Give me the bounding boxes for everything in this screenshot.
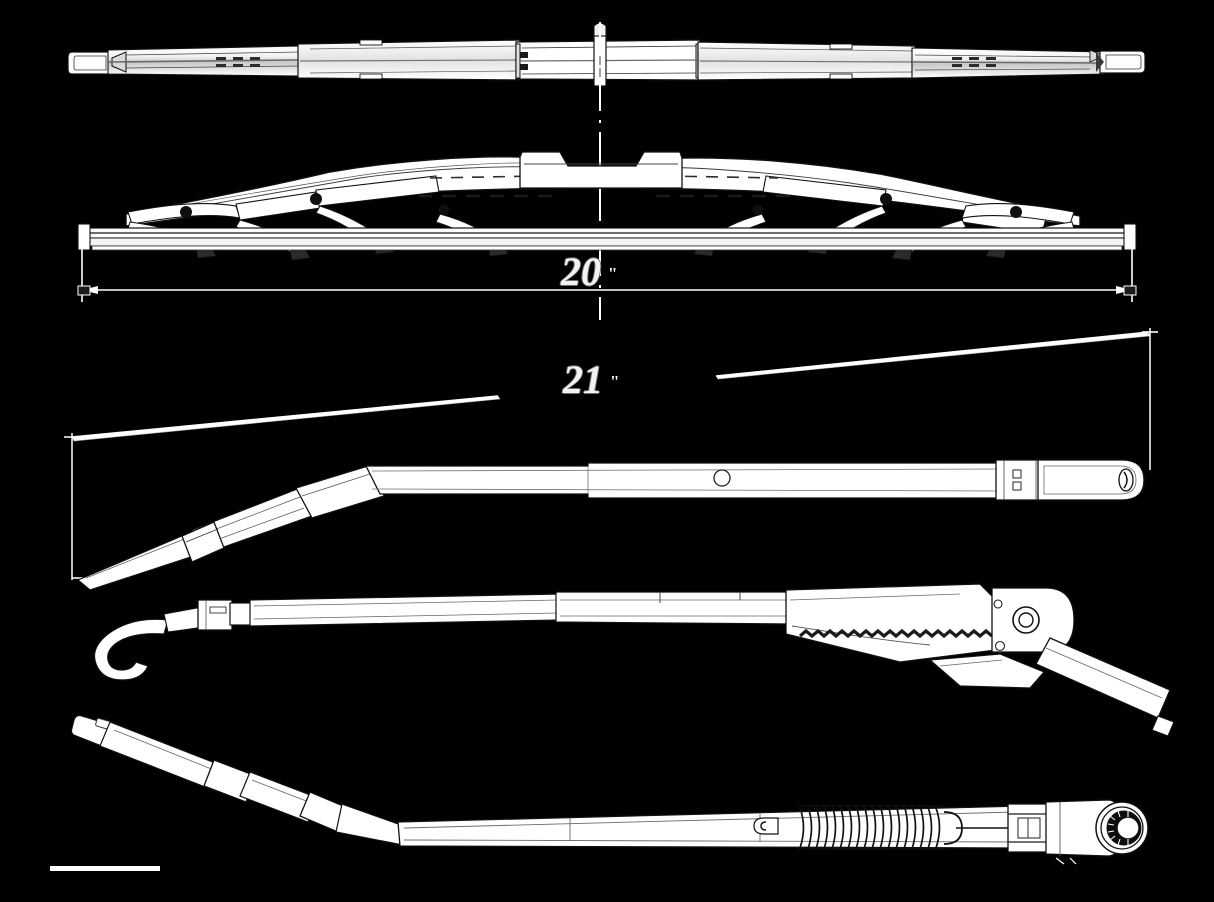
arm-bottom-coil-spring bbox=[798, 804, 944, 850]
arm-side-hook bbox=[93, 618, 169, 681]
dimension-21-inch bbox=[64, 328, 1158, 580]
blade-slot-marks-right bbox=[952, 57, 996, 67]
arm-bottom-tick-marks bbox=[1055, 857, 1077, 865]
blade-slot-marks-left bbox=[216, 57, 260, 67]
arm-bottom-splined-socket bbox=[1095, 801, 1149, 855]
scale-bar bbox=[50, 866, 160, 871]
arm-bottom-linkage-block bbox=[1007, 803, 1049, 853]
arm-bottom-spring-anchor bbox=[753, 817, 779, 835]
arm-bottom-segment-2 bbox=[239, 771, 319, 823]
arm-side-sleeve bbox=[229, 602, 253, 626]
blade-end-cap-left bbox=[67, 51, 111, 75]
arm-bottom-channel bbox=[397, 805, 1021, 849]
wiper-arm-top-view bbox=[76, 459, 1145, 591]
arm-top-pivot-head bbox=[1037, 459, 1145, 501]
blade-rail-left bbox=[107, 45, 301, 77]
dimension-value-20: 20 bbox=[561, 249, 601, 294]
arm-side-end-block bbox=[197, 599, 233, 631]
blade-yoke-arm-left-outer bbox=[127, 191, 321, 225]
dimension-label-21-inch: 21 " bbox=[563, 357, 620, 402]
arm-side-pivot-head bbox=[991, 587, 1075, 653]
inch-mark-20: " bbox=[608, 263, 618, 283]
arm-side-skirt bbox=[928, 653, 1046, 689]
arm-bottom-spring-hook bbox=[943, 811, 1012, 845]
wiper-blade-top-view bbox=[67, 22, 1146, 87]
blade-yoke-right bbox=[697, 41, 916, 81]
arm-side-extension bbox=[1035, 637, 1175, 737]
inch-mark-21: " bbox=[610, 371, 620, 391]
blade-center-hub bbox=[519, 151, 683, 189]
wiper-arm-bottom-view bbox=[70, 714, 1149, 865]
blade-yoke-arm-right-inner bbox=[752, 175, 892, 216]
wiper-blade-side-view bbox=[77, 151, 1137, 302]
dimension-20-inch bbox=[77, 228, 1137, 302]
arm-top-main-body bbox=[364, 462, 1001, 499]
dimension-label-20-inch: 20 " bbox=[561, 249, 618, 294]
blade-rail-right bbox=[911, 47, 1106, 79]
arm-side-serration bbox=[798, 628, 994, 639]
arm-side-shaft bbox=[249, 591, 791, 627]
blade-end-cap-right bbox=[1096, 50, 1146, 74]
blade-yoke-left bbox=[297, 39, 521, 81]
dimension-value-21: 21 bbox=[563, 357, 603, 402]
wiper-arm-side-view bbox=[93, 583, 1175, 737]
arm-side-body bbox=[785, 583, 997, 663]
blade-center-bridge bbox=[515, 39, 702, 81]
arm-top-collar bbox=[181, 521, 225, 563]
blade-yoke-arm-left-inner bbox=[310, 175, 450, 216]
arm-bottom-bend bbox=[335, 803, 409, 847]
blade-squeegee-rail bbox=[77, 223, 1137, 251]
arm-top-head-joint bbox=[995, 459, 1043, 501]
